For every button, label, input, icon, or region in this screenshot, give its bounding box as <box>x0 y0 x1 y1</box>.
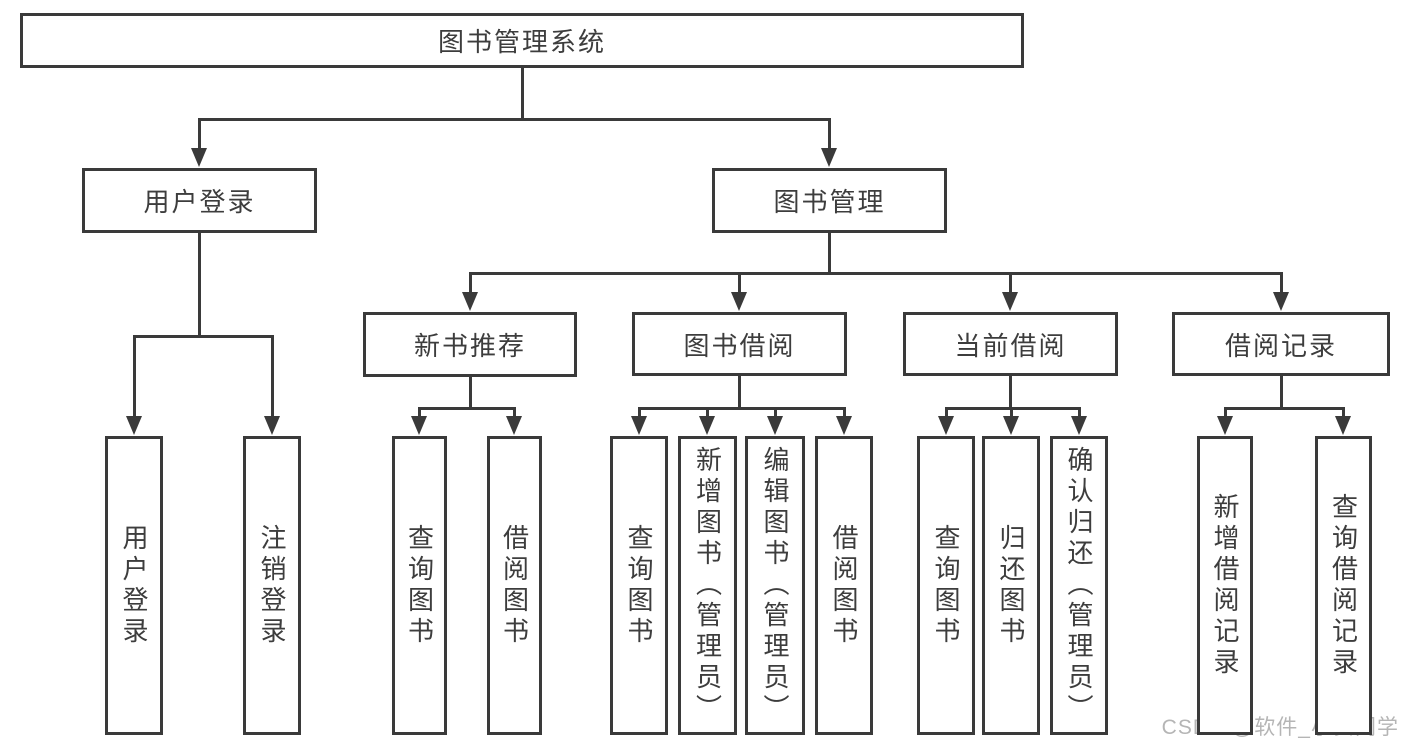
node-label: 图书管理系统 <box>437 27 606 57</box>
node-label: 用户登录 <box>119 523 149 648</box>
connector-line <box>1279 272 1283 295</box>
connector-line <box>520 68 524 121</box>
connector-line <box>738 376 741 410</box>
connector-line <box>198 233 201 338</box>
node-label: 当前借阅 <box>954 330 1067 361</box>
connector-line <box>738 272 741 295</box>
connector-line <box>1077 407 1081 419</box>
node-label: 借阅图书 <box>829 523 859 648</box>
arrow-down-icon <box>461 292 478 311</box>
node-new-book-recommend: 新书推荐 <box>363 312 577 377</box>
connector-line <box>773 407 777 419</box>
node-borrow-record: 借阅记录 <box>1172 312 1390 376</box>
node-leaf-cb-return: 归还图书 <box>982 436 1040 735</box>
connector-line <box>1009 272 1012 295</box>
node-leaf-nbr-borrow: 借阅图书 <box>487 436 542 735</box>
node-label: 编辑图书（管理员） <box>760 446 790 725</box>
arrow-down-icon <box>263 416 280 435</box>
arrow-down-icon <box>1335 416 1351 435</box>
arrow-down-icon <box>411 416 427 435</box>
arrow-down-icon <box>1216 416 1233 435</box>
node-label: 归还图书 <box>996 523 1026 648</box>
node-leaf-bb-edit: 编辑图书（管理员） <box>745 436 805 735</box>
node-library-system: 图书管理系统 <box>20 13 1024 68</box>
node-leaf-bb-add: 新增图书（管理员） <box>678 436 737 735</box>
connector-line <box>468 377 472 410</box>
node-leaf-nbr-query: 查询图书 <box>392 436 447 735</box>
node-current-borrow: 当前借阅 <box>903 312 1118 376</box>
connector-line <box>1223 407 1345 410</box>
node-label: 确认归还（管理员） <box>1064 446 1094 725</box>
connector-line <box>1342 407 1345 419</box>
node-leaf-user-login: 用户登录 <box>105 436 163 735</box>
connector-line <box>418 407 421 419</box>
connector-line <box>513 407 516 419</box>
arrow-down-icon <box>937 416 954 435</box>
arrow-down-icon <box>506 416 522 435</box>
connector-line <box>1223 407 1227 419</box>
connector-line <box>132 335 136 419</box>
connector-line <box>270 335 274 419</box>
node-leaf-br-query: 查询借阅记录 <box>1315 436 1372 735</box>
node-leaf-logout: 注销登录 <box>243 436 301 735</box>
arrow-down-icon <box>821 148 837 167</box>
arrow-down-icon <box>1070 416 1087 435</box>
connector-line <box>637 407 641 419</box>
arrow-down-icon <box>766 416 783 435</box>
connector-line <box>132 335 274 338</box>
connector-line <box>1009 407 1013 419</box>
arrow-down-icon <box>731 292 747 311</box>
node-leaf-cb-query: 查询图书 <box>917 436 975 735</box>
node-label: 新增图书（管理员） <box>692 446 723 725</box>
connector-line <box>944 407 1081 410</box>
node-leaf-cb-confirm: 确认归还（管理员） <box>1050 436 1108 735</box>
connector-line <box>198 118 831 121</box>
node-label: 新增借阅记录 <box>1210 492 1240 679</box>
node-label: 查询借阅记录 <box>1328 492 1359 679</box>
node-label: 注销登录 <box>257 523 287 648</box>
node-book-borrow: 图书借阅 <box>632 312 847 376</box>
node-leaf-bb-borrow: 借阅图书 <box>815 436 873 735</box>
node-label: 新书推荐 <box>413 331 526 361</box>
node-label: 查询图书 <box>404 523 435 648</box>
connector-line <box>637 407 846 410</box>
arrow-down-icon <box>1002 416 1019 435</box>
connector-line <box>842 407 846 419</box>
node-leaf-br-add: 新增借阅记录 <box>1197 436 1253 735</box>
arrow-down-icon <box>630 416 647 435</box>
node-label: 借阅记录 <box>1224 330 1337 361</box>
node-label: 借阅图书 <box>499 523 530 648</box>
connector-line <box>1009 376 1012 410</box>
connector-line <box>828 233 831 275</box>
node-label: 用户登录 <box>143 187 256 217</box>
arrow-down-icon <box>1272 292 1289 311</box>
connector-line <box>468 272 1283 275</box>
node-label: 查询图书 <box>624 523 654 648</box>
arrow-down-icon <box>191 148 207 167</box>
connector-line <box>828 118 831 151</box>
arrow-down-icon <box>125 416 142 435</box>
connector-line <box>1279 376 1283 410</box>
node-label: 图书管理 <box>773 187 886 217</box>
connector-line <box>944 407 948 419</box>
node-label: 查询图书 <box>931 523 961 648</box>
node-user-login: 用户登录 <box>82 168 317 233</box>
arrow-down-icon <box>1002 292 1018 311</box>
arrow-down-icon <box>835 416 852 435</box>
node-leaf-bb-query: 查询图书 <box>610 436 668 735</box>
connector-line <box>418 407 516 410</box>
node-book-management: 图书管理 <box>712 168 947 233</box>
arrow-down-icon <box>699 416 715 435</box>
connector-line <box>706 407 709 419</box>
node-label: 图书借阅 <box>683 330 796 361</box>
connector-line <box>198 118 201 151</box>
connector-line <box>468 272 472 295</box>
